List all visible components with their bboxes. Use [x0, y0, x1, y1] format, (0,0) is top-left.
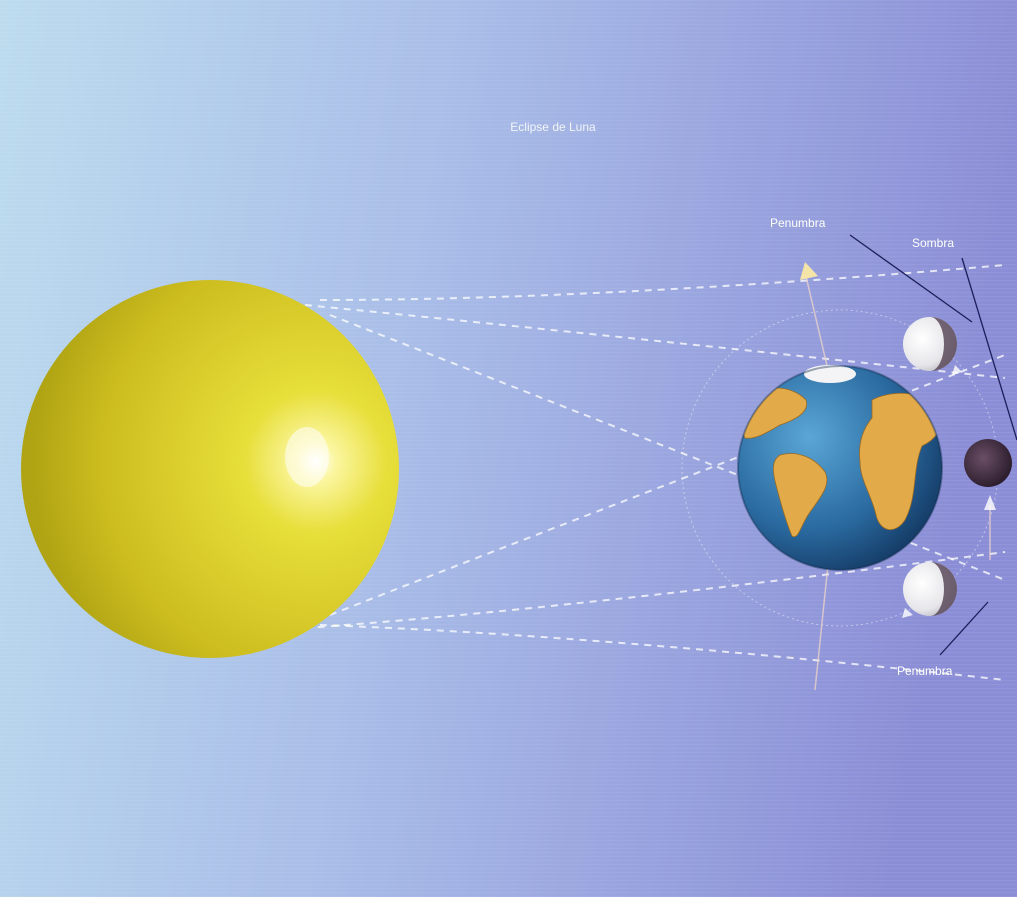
moon-umbra-eclipsed	[964, 439, 1012, 487]
arrow-path-bottom	[814, 564, 829, 691]
shadow-rays	[304, 264, 1006, 681]
label-penumbra-top: Penumbra	[770, 216, 826, 230]
umbra-ray-bottom	[329, 354, 1006, 616]
arrow-path-top	[804, 271, 829, 371]
penumbra-ray-top-outer	[304, 304, 1006, 379]
umbra-ray-top	[329, 314, 1006, 581]
leader-sombra	[961, 257, 1017, 441]
tangent-ray-top	[319, 264, 1006, 301]
leader-penumbra-top	[849, 234, 973, 323]
orbit-arrow-head-icon	[800, 262, 818, 280]
earth-polar-cap	[804, 365, 856, 383]
label-penumbra-bottom: Penumbra	[897, 664, 953, 678]
moon-bottom-penumbra	[903, 562, 957, 616]
orbit-arrow-head-small-icon	[902, 608, 913, 618]
tangent-ray-bottom	[319, 624, 1006, 681]
orbit-arrow-head-small-icon	[952, 365, 962, 375]
earth	[737, 365, 943, 571]
sun-highlight	[285, 427, 329, 487]
diagram-title: Eclipse de Luna	[510, 120, 596, 134]
earth-continent-south-america	[772, 453, 828, 538]
orbit-arrows	[804, 271, 991, 691]
sun	[21, 280, 399, 658]
moon-top-penumbra	[903, 317, 957, 371]
orbit-arrow-head-small-icon	[984, 495, 996, 510]
penumbra-ray-bottom-outer	[304, 551, 1006, 629]
label-sombra: Sombra	[912, 236, 954, 250]
leader-penumbra-bottom	[939, 601, 989, 656]
label-leader-lines	[849, 234, 1017, 656]
